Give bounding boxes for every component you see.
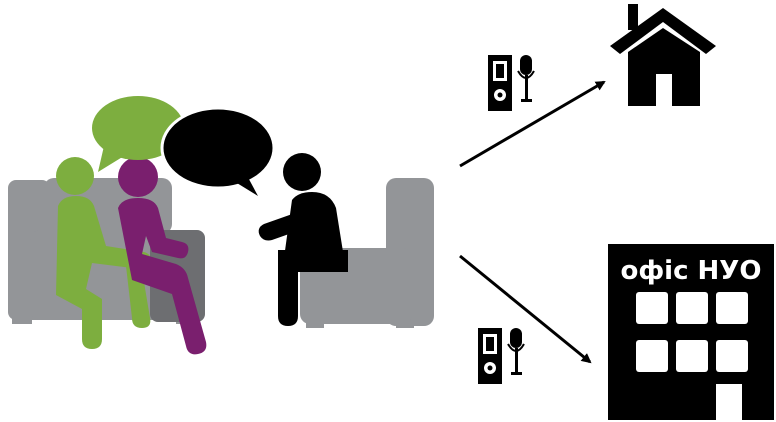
audio-recorder-icon — [478, 328, 524, 384]
office-label: офіс НУО — [621, 256, 762, 286]
office-building-icon: офіс НУО — [608, 244, 774, 422]
house-icon — [610, 4, 716, 106]
audio-recorder-icon — [488, 55, 534, 111]
black-speech-bubble-icon — [162, 108, 274, 196]
arrow-to-home — [460, 82, 604, 166]
